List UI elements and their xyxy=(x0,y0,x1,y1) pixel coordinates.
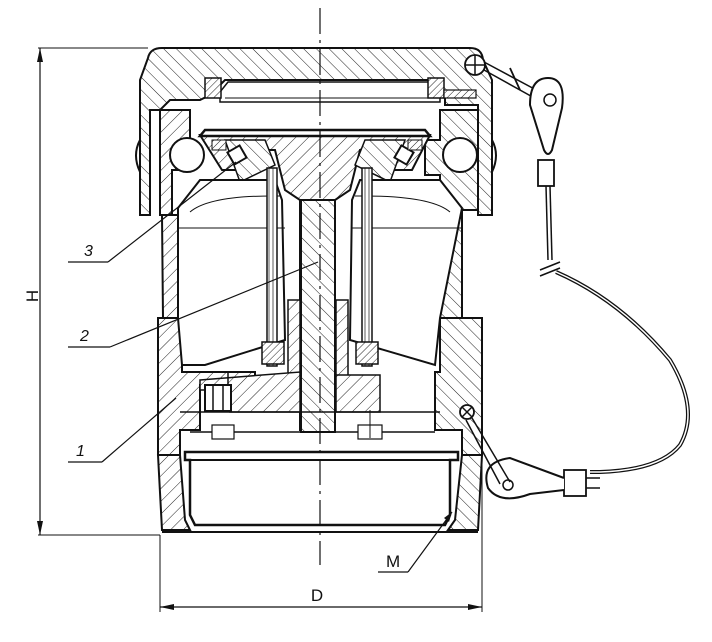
bearing-left xyxy=(226,144,248,166)
chamber-right xyxy=(348,179,464,367)
label-part-1: 1 xyxy=(76,443,85,460)
skirt-inner-ring xyxy=(183,450,460,527)
threaded-skirt-right xyxy=(446,454,484,531)
cable-clamp-bottom xyxy=(563,469,587,497)
chamber-left xyxy=(177,179,287,366)
threaded-skirt-left xyxy=(156,454,192,531)
cable-thimble-top xyxy=(528,76,564,155)
seal-right xyxy=(427,77,445,99)
seal-left xyxy=(204,77,222,99)
central-stem xyxy=(300,199,336,433)
dimension-h-label: H xyxy=(23,290,42,302)
label-thread-m: M xyxy=(386,552,400,571)
cable-thimble-bottom xyxy=(485,456,565,500)
rod-right xyxy=(361,167,373,367)
dimension-d-label: D xyxy=(311,586,323,605)
retaining-ring xyxy=(443,89,477,99)
cap-recess xyxy=(219,81,441,103)
rod-left xyxy=(266,167,278,367)
side-bolt xyxy=(204,384,232,412)
body-right-lower xyxy=(434,317,483,456)
label-part-2: 2 xyxy=(79,328,89,345)
label-part-3: 3 xyxy=(84,243,93,260)
cable-loop xyxy=(555,270,690,474)
cable-clamp-top xyxy=(537,159,555,187)
